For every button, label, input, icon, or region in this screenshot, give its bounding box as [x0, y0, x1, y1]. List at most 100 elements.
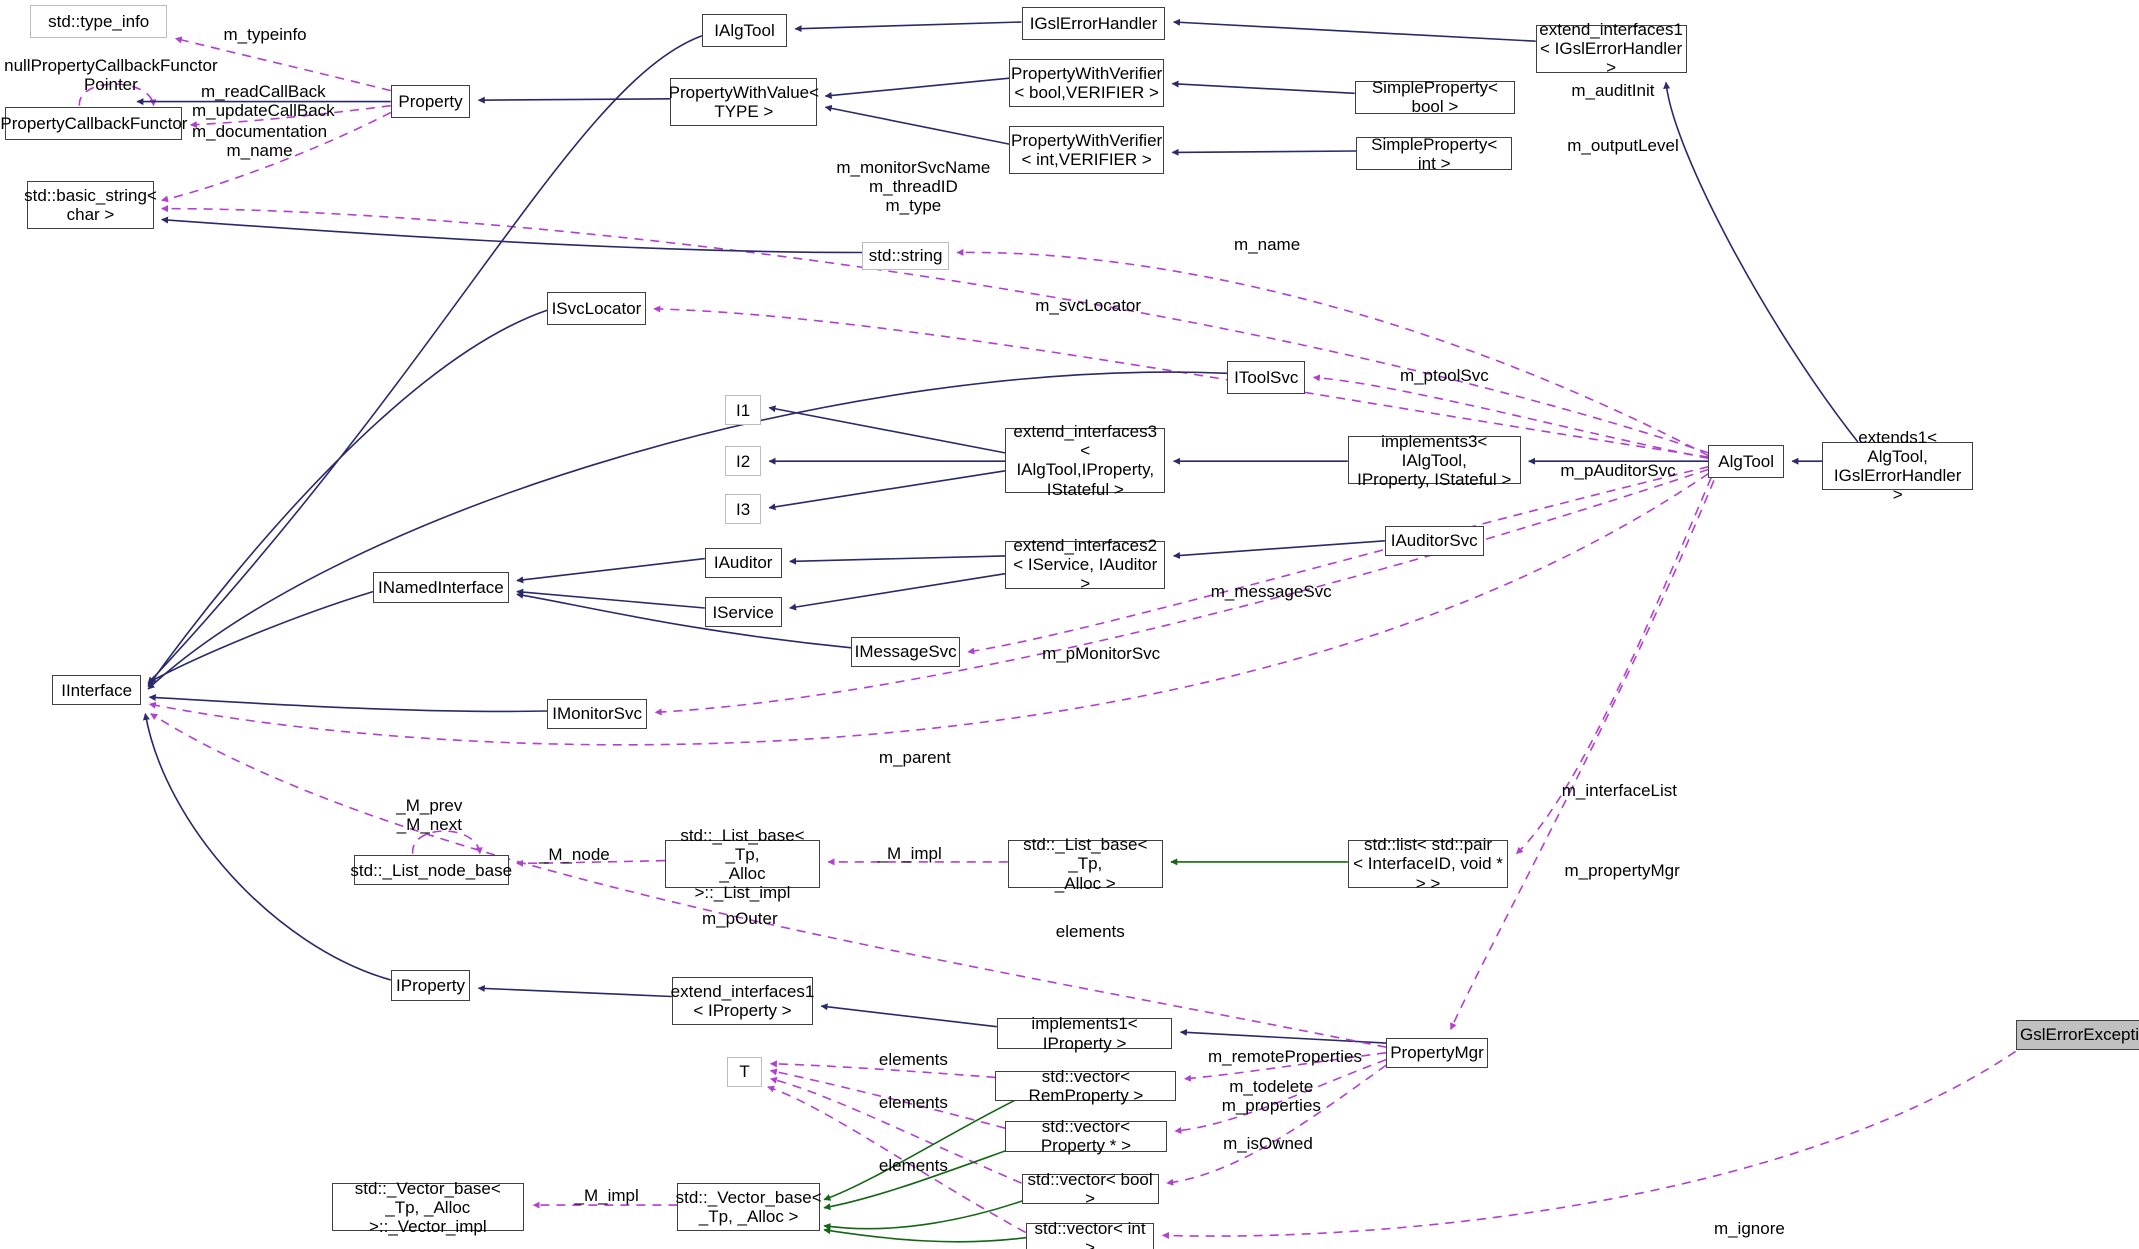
edge-std_string-to-basic_string: [161, 216, 863, 254]
class-node-extends1[interactable]: extends1< AlgTool, IGslErrorHandler >: [1822, 428, 1974, 504]
edge-igslerrorhandler-to-ialgtool: [794, 21, 1022, 33]
class-node-label: implements3< IAlgTool, IProperty, IState…: [1357, 431, 1512, 489]
class-node-property[interactable]: Property: [390, 85, 471, 119]
class-node-isvclocator[interactable]: ISvcLocator: [547, 292, 646, 326]
class-node-propertymgr[interactable]: PropertyMgr: [1386, 1037, 1488, 1068]
class-node-vec_bool[interactable]: std::vector< bool >: [1021, 1170, 1159, 1208]
edge-label-elements_3: elements: [878, 1092, 948, 1112]
class-node-label: std::_Vector_base< _Tp, _Alloc >::_Vecto…: [354, 1178, 501, 1236]
edge-label-m_prev_next: _M_prev _M_next: [396, 796, 463, 835]
class-node-propwithverifier_bool[interactable]: PropertyWithVerifier < bool,VERIFIER >: [1009, 59, 1165, 108]
class-node-gslerrorexception[interactable]: GslErrorException: [2015, 1019, 2139, 1050]
edge-label-m_todelete: m_todelete m_properties: [1221, 1077, 1321, 1116]
class-node-iauditorsvc[interactable]: IAuditorSvc: [1384, 525, 1484, 556]
class-node-label: PropertyWithValue< TYPE >: [668, 83, 820, 122]
edge-label-m_pouter: m_pOuter: [702, 908, 778, 928]
edge-label-m_parent: m_parent: [878, 748, 951, 768]
class-node-label: extends1< AlgTool, IGslErrorHandler >: [1833, 427, 1962, 504]
class-node-simpleproperty_int[interactable]: SimpleProperty< int >: [1356, 134, 1513, 173]
class-node-label: PropertyCallbackFunctor: [0, 114, 188, 133]
edge-inamedinterface-to-iinterface: [148, 590, 374, 683]
class-node-list_base[interactable]: std::_List_base< _Tp, _Alloc >: [1007, 835, 1163, 893]
class-node-vector_base[interactable]: std::_Vector_base< _Tp, _Alloc >: [675, 1183, 822, 1232]
edge-extend_if3-to-i1: [768, 405, 1006, 454]
class-node-extend_if3[interactable]: extend_interfaces3 < IAlgTool,IProperty,…: [1005, 422, 1166, 499]
class-node-igslerrorhandler[interactable]: IGslErrorHandler: [1021, 6, 1166, 40]
class-node-label: IMonitorSvc: [552, 704, 642, 724]
class-node-imessagesvc[interactable]: IMessageSvc: [851, 636, 960, 668]
class-node-imonitorsvc[interactable]: IMonitorSvc: [547, 698, 648, 729]
class-node-label: std::_Vector_base< _Tp, _Alloc >: [675, 1188, 822, 1227]
class-node-extend_if1_igsl[interactable]: extend_interfaces1 < IGslErrorHandler >: [1535, 20, 1687, 77]
class-node-label: std::vector< Property * >: [1040, 1117, 1132, 1156]
class-node-label: IMessageSvc: [854, 642, 957, 662]
class-node-itoolsvc[interactable]: IToolSvc: [1227, 360, 1306, 394]
edge-label-m_node: _M_node: [538, 845, 610, 865]
class-node-label: PropertyWithVerifier < bool,VERIFIER >: [1011, 64, 1163, 103]
class-node-simpleproperty_bool[interactable]: SimpleProperty< bool >: [1354, 78, 1516, 116]
class-node-label: IAlgTool: [714, 20, 775, 40]
class-node-propcbfunctor[interactable]: PropertyCallbackFunctor: [0, 107, 187, 140]
class-node-label: std::_List_node_base: [350, 860, 513, 880]
class-node-iservice[interactable]: IService: [704, 597, 782, 628]
class-node-label: Property: [398, 92, 463, 112]
edge-label-m_impl_list: _M_impl: [877, 844, 942, 864]
class-node-extend_if1_iprop[interactable]: extend_interfaces1 < IProperty >: [670, 977, 815, 1026]
class-node-t_node[interactable]: T: [726, 1056, 763, 1088]
edge-label-m_ignore: m_ignore: [1713, 1218, 1785, 1238]
class-node-label: std::_List_base< _Tp, _Alloc >::_List_im…: [680, 825, 805, 903]
class-node-list_base_impl[interactable]: std::_List_base< _Tp, _Alloc >::_List_im…: [665, 826, 820, 902]
class-node-extend_if2[interactable]: extend_interfaces2 < IService, IAuditor …: [1005, 536, 1166, 593]
class-node-std_list_pair[interactable]: std::list< std::pair < InterfaceID, void…: [1347, 835, 1509, 893]
class-node-vec_remproperty[interactable]: std::vector< RemProperty >: [995, 1067, 1177, 1105]
class-node-label: IInterface: [61, 680, 133, 700]
class-node-i2[interactable]: I2: [725, 446, 761, 477]
class-node-propwithverifier_int[interactable]: PropertyWithVerifier < int,VERIFIER >: [1009, 126, 1165, 175]
class-node-label: extend_interfaces3 < IAlgTool,IProperty,…: [1013, 422, 1158, 499]
class-node-implements3[interactable]: implements3< IAlgTool, IProperty, IState…: [1347, 432, 1521, 489]
class-node-vector_base_impl[interactable]: std::_Vector_base< _Tp, _Alloc >::_Vecto…: [331, 1179, 524, 1236]
edge-propwithvalue-to-property: [477, 96, 671, 104]
class-node-basic_string[interactable]: std::basic_string< char >: [24, 181, 157, 230]
class-node-iinterface[interactable]: IInterface: [52, 675, 142, 706]
class-node-std_string[interactable]: std::string: [862, 241, 949, 271]
class-node-propwithvalue[interactable]: PropertyWithValue< TYPE >: [668, 78, 820, 127]
class-node-implements1[interactable]: implements1< IProperty >: [996, 1014, 1173, 1053]
edge-label-elements_4: elements: [878, 1155, 948, 1175]
edge-label-m_interfacelist: m_interfaceList: [1561, 780, 1678, 800]
class-node-list_node_base[interactable]: std::_List_node_base: [350, 855, 512, 886]
edge-label-m_impl_vector: _M_impl: [574, 1185, 639, 1205]
class-node-ialgtool[interactable]: IAlgTool: [702, 13, 788, 47]
class-node-vec_property_ptr[interactable]: std::vector< Property * >: [1005, 1117, 1167, 1155]
class-node-vec_int[interactable]: std::vector< int >: [1025, 1219, 1155, 1249]
class-node-label: IGslErrorHandler: [1029, 13, 1158, 33]
class-node-algtool[interactable]: AlgTool: [1708, 444, 1784, 478]
class-node-iauditor[interactable]: IAuditor: [704, 547, 782, 578]
class-node-label: extend_interfaces1 < IProperty >: [670, 982, 815, 1021]
class-node-label: T: [739, 1062, 750, 1082]
edge-label-m_outputlevel: m_outputLevel: [1567, 135, 1679, 155]
edge-itoolsvc-to-iinterface: [147, 371, 1228, 690]
class-node-i3[interactable]: I3: [725, 494, 761, 525]
edge-label-m_ptoolsvc: m_ptoolSvc: [1399, 366, 1489, 386]
edge-label-m_documentation: m_documentation m_name: [191, 122, 328, 161]
edge-vec_int-to-vector_base: [823, 1227, 1043, 1243]
class-node-type_info[interactable]: std::type_info: [30, 5, 168, 39]
class-node-label: SimpleProperty< int >: [1371, 134, 1498, 173]
class-node-label: GslErrorException: [2019, 1025, 2139, 1045]
class-node-label: std::vector< int >: [1034, 1218, 1146, 1249]
edge-label-m_readcallback: m_readCallBack m_updateCallBack: [191, 82, 335, 121]
class-node-i1[interactable]: I1: [725, 395, 761, 426]
edge-iauditor-to-inamedinterface: [516, 557, 705, 584]
edge-label-m_typeinfo: m_typeinfo: [223, 24, 307, 44]
class-node-inamedinterface[interactable]: INamedInterface: [372, 572, 509, 603]
edge-simpleproperty_int-to-propwithverifier_int: [1171, 148, 1357, 156]
class-node-label: extend_interfaces2 < IService, IAuditor …: [1013, 536, 1158, 594]
edge-iauditorsvc-to-extend_if2: [1173, 540, 1385, 559]
class-node-label: IAuditor: [713, 553, 773, 573]
class-node-label: IProperty: [396, 975, 466, 995]
class-node-iproperty[interactable]: IProperty: [390, 970, 471, 1001]
edge-propertymgr-to-implements1: [1179, 1028, 1387, 1044]
